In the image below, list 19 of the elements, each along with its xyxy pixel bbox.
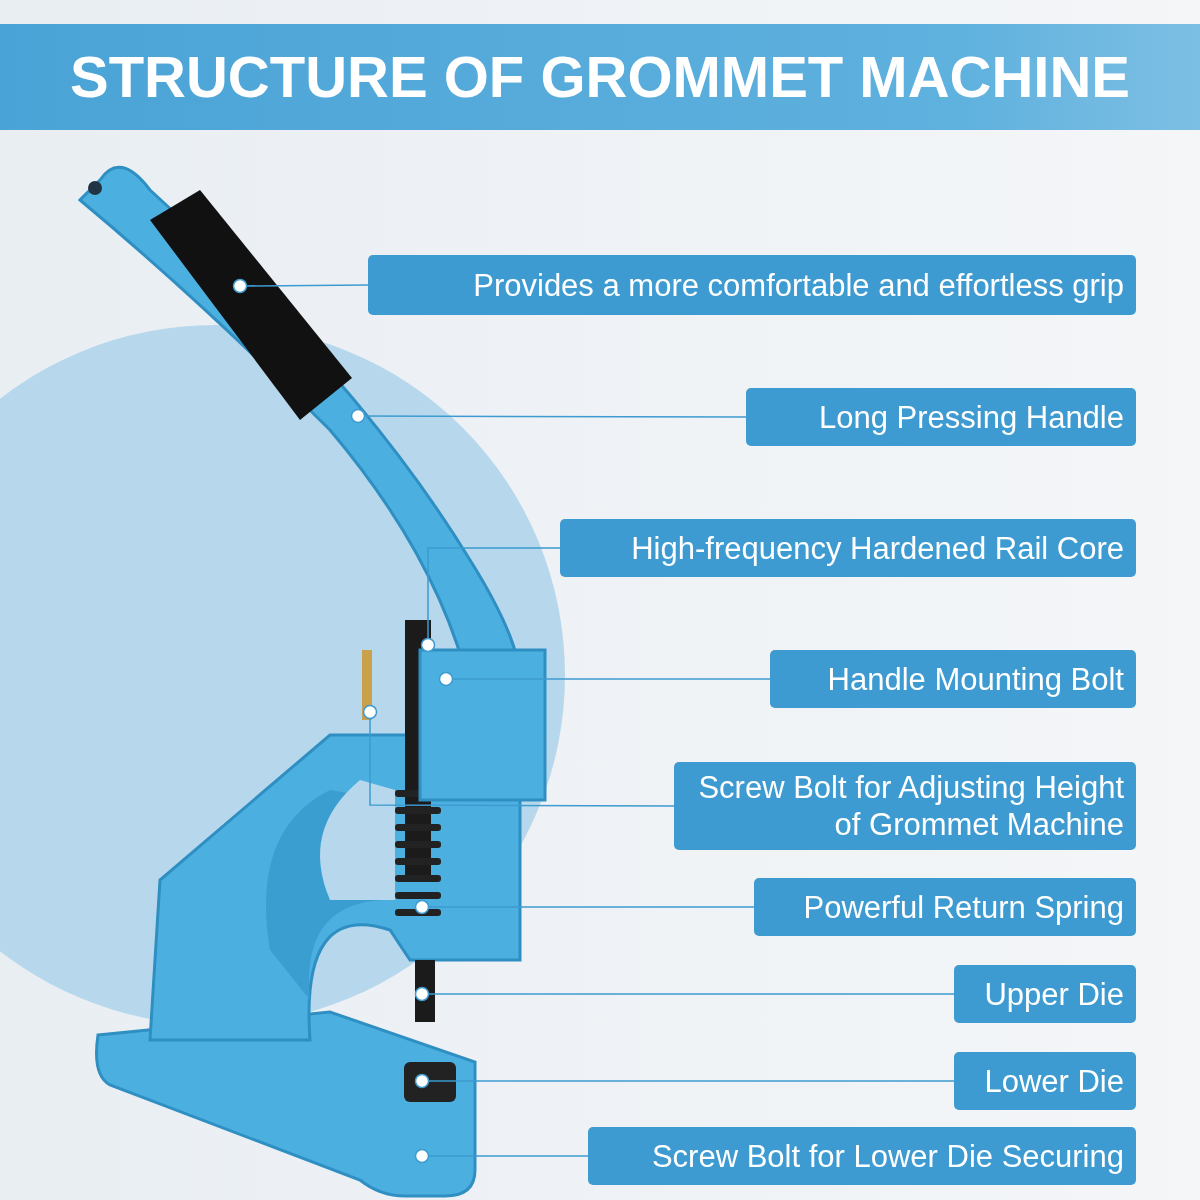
callout-label: Screw Bolt for Lower Die Securing: [588, 1127, 1136, 1185]
callout-label: High-frequency Hardened Rail Core: [560, 519, 1136, 577]
callout-label: Powerful Return Spring: [754, 878, 1136, 936]
callout-label: Lower Die: [954, 1052, 1136, 1110]
leader-line: [420, 547, 561, 653]
title-banner: STRUCTURE OF GROMMET MACHINE: [0, 24, 1200, 130]
leader-line: [350, 408, 747, 424]
callout-label: Screw Bolt for Adjusting Height of Grommet Machine: [674, 762, 1136, 850]
callout-label: Handle Mounting Bolt: [770, 650, 1136, 708]
callout-label: Upper Die: [954, 965, 1136, 1023]
callout-label: Long Pressing Handle: [746, 388, 1136, 446]
leader-line: [232, 278, 369, 294]
leader-line: [438, 671, 771, 687]
leader-line: [414, 986, 955, 1002]
leader-line: [362, 704, 675, 807]
leader-line: [414, 1073, 955, 1089]
leader-line: [414, 899, 755, 915]
leader-line: [414, 1148, 589, 1164]
callout-label: Provides a more comfortable and effortless grip: [368, 255, 1136, 315]
